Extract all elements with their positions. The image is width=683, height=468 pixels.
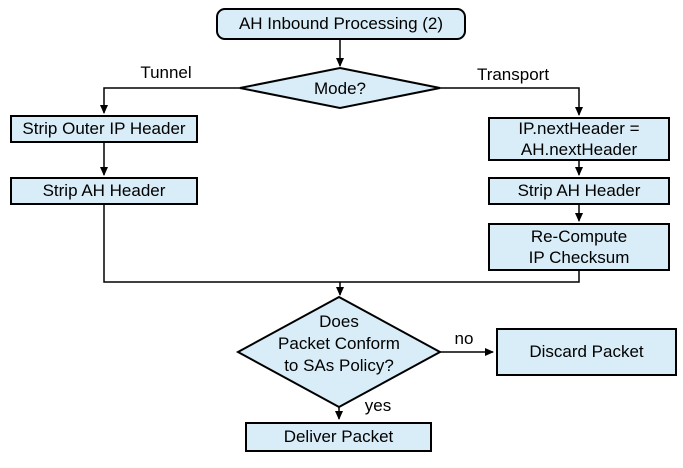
decision-mode-shape xyxy=(239,66,441,110)
decision-policy-shape xyxy=(235,295,443,409)
node-strip-ah-header-transport: Strip AH Header xyxy=(488,177,670,205)
decision-mode-label: Mode? xyxy=(314,79,366,98)
edge-tunnel-to-junction xyxy=(103,205,340,283)
edge-label-tunnel: Tunnel xyxy=(140,63,192,82)
node-deliver-packet: Deliver Packet xyxy=(245,422,432,452)
edge-label-no: no xyxy=(454,329,474,348)
edge-mode-to-ip-next-header xyxy=(440,87,583,116)
node-ip-next-header: IP.nextHeader = AH.nextHeader xyxy=(488,117,670,161)
node-strip-ah-header-tunnel: Strip AH Header xyxy=(10,177,198,205)
decision-policy-label: Does Packet Conform to SAs Policy? xyxy=(278,312,400,375)
edge-label-transport: Transport xyxy=(476,65,550,84)
edge-label-yes: yes xyxy=(364,396,392,415)
node-recompute-ip-checksum: Re-Compute IP Checksum xyxy=(488,223,670,271)
node-start: AH Inbound Processing (2) xyxy=(216,8,466,40)
edge-transport-to-junction xyxy=(340,271,580,283)
node-discard-packet: Discard Packet xyxy=(496,328,677,376)
edge-mode-to-strip-outer-ip xyxy=(100,87,240,114)
node-strip-outer-ip-header: Strip Outer IP Header xyxy=(10,115,198,143)
